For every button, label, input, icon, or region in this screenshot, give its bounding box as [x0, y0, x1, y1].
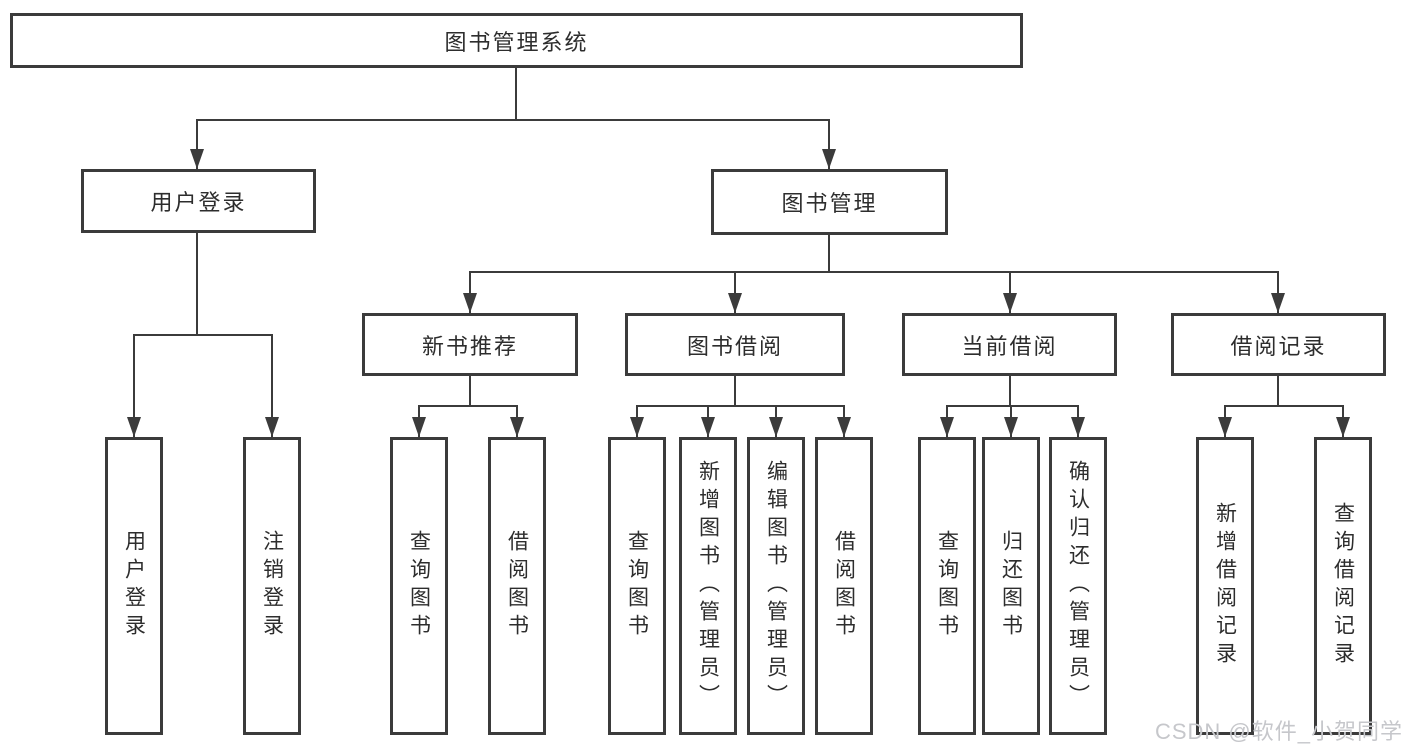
arrowhead-down-icon: [822, 149, 836, 169]
connector-line: [418, 405, 518, 407]
node-cb-confirm-return-admin: 确认归还（管理员）: [1049, 437, 1107, 735]
node-book-management: 图书管理: [711, 169, 948, 235]
connector-line: [1277, 376, 1279, 407]
node-user-login: 用户登录: [81, 169, 316, 233]
node-label: 查询图书: [407, 530, 431, 642]
arrowhead-down-icon: [1271, 293, 1285, 313]
arrowhead-down-icon: [1336, 417, 1350, 437]
arrowhead-down-icon: [1071, 417, 1085, 437]
arrowhead-down-icon: [265, 417, 279, 437]
node-book-borrow: 图书借阅: [625, 313, 845, 376]
arrowhead-down-icon: [728, 293, 742, 313]
arrowhead-down-icon: [630, 417, 644, 437]
node-label: 查询借阅记录: [1331, 502, 1355, 670]
node-label: 编辑图书（管理员）: [764, 460, 788, 712]
connector-line: [196, 233, 198, 336]
csdn-watermark: CSDN @软件_小贺同学: [1154, 719, 1403, 744]
arrowhead-down-icon: [510, 417, 524, 437]
node-cb-return-book: 归还图书: [982, 437, 1040, 735]
node-cb-query-book: 查询图书: [918, 437, 976, 735]
node-rec-query-book: 查询图书: [390, 437, 448, 735]
node-new-book-recommend: 新书推荐: [362, 313, 578, 376]
node-label: 当前借阅: [961, 333, 1058, 359]
node-user-login-leaf: 用户登录: [105, 437, 163, 735]
connector-line: [1224, 405, 1344, 407]
node-label: 确认归还（管理员）: [1066, 460, 1090, 712]
node-br-query-record: 查询借阅记录: [1314, 437, 1372, 735]
connector-line: [734, 376, 736, 407]
node-label: 借阅图书: [832, 530, 856, 642]
node-bb-query-book: 查询图书: [608, 437, 666, 735]
arrowhead-down-icon: [837, 417, 851, 437]
connector-line: [469, 271, 471, 313]
node-label: 图书管理系统: [444, 29, 589, 55]
node-label: 查询图书: [935, 530, 959, 642]
node-label: 用户登录: [122, 530, 146, 642]
connector-line: [133, 334, 273, 336]
node-label: 用户登录: [150, 190, 247, 215]
node-borrow-records: 借阅记录: [1171, 313, 1386, 376]
node-label: 注销登录: [260, 530, 284, 642]
connector-line: [828, 119, 830, 169]
node-label: 借阅图书: [505, 530, 529, 642]
arrowhead-down-icon: [940, 417, 954, 437]
connector-line: [133, 334, 135, 437]
node-label: 图书借阅: [686, 333, 783, 359]
node-bb-borrow-book: 借阅图书: [815, 437, 873, 735]
node-logout: 注销登录: [243, 437, 301, 735]
node-label: 新书推荐: [421, 333, 518, 359]
connector-line: [515, 68, 517, 120]
node-bb-edit-book-admin: 编辑图书（管理员）: [747, 437, 805, 735]
arrowhead-down-icon: [1218, 417, 1232, 437]
connector-line: [828, 235, 830, 273]
node-library-system: 图书管理系统: [10, 13, 1023, 68]
node-current-borrow: 当前借阅: [902, 313, 1117, 376]
connector-line: [1009, 376, 1011, 407]
arrowhead-down-icon: [412, 417, 426, 437]
node-bb-add-book-admin: 新增图书（管理员）: [679, 437, 737, 735]
node-rec-borrow-book: 借阅图书: [488, 437, 546, 735]
arrowhead-down-icon: [769, 417, 783, 437]
connector-line: [196, 119, 198, 169]
connector-line: [1277, 271, 1279, 313]
connector-line: [469, 271, 1279, 273]
node-br-add-record: 新增借阅记录: [1196, 437, 1254, 735]
connector-line: [946, 405, 1079, 407]
arrowhead-down-icon: [463, 293, 477, 313]
node-label: 查询图书: [625, 530, 649, 642]
node-label: 借阅记录: [1230, 333, 1327, 359]
arrowhead-down-icon: [127, 417, 141, 437]
node-label: 归还图书: [999, 530, 1023, 642]
connector-line: [271, 334, 273, 437]
arrowhead-down-icon: [701, 417, 715, 437]
connector-line: [469, 376, 471, 407]
arrowhead-down-icon: [1003, 293, 1017, 313]
connector-line: [636, 405, 845, 407]
arrowhead-down-icon: [190, 149, 204, 169]
node-label: 新增图书（管理员）: [696, 460, 720, 712]
connector-line: [196, 119, 830, 121]
node-label: 图书管理: [781, 191, 878, 216]
connector-line: [1009, 271, 1011, 313]
connector-line: [734, 271, 736, 313]
arrowhead-down-icon: [1004, 417, 1018, 437]
node-label: 新增借阅记录: [1213, 502, 1237, 670]
